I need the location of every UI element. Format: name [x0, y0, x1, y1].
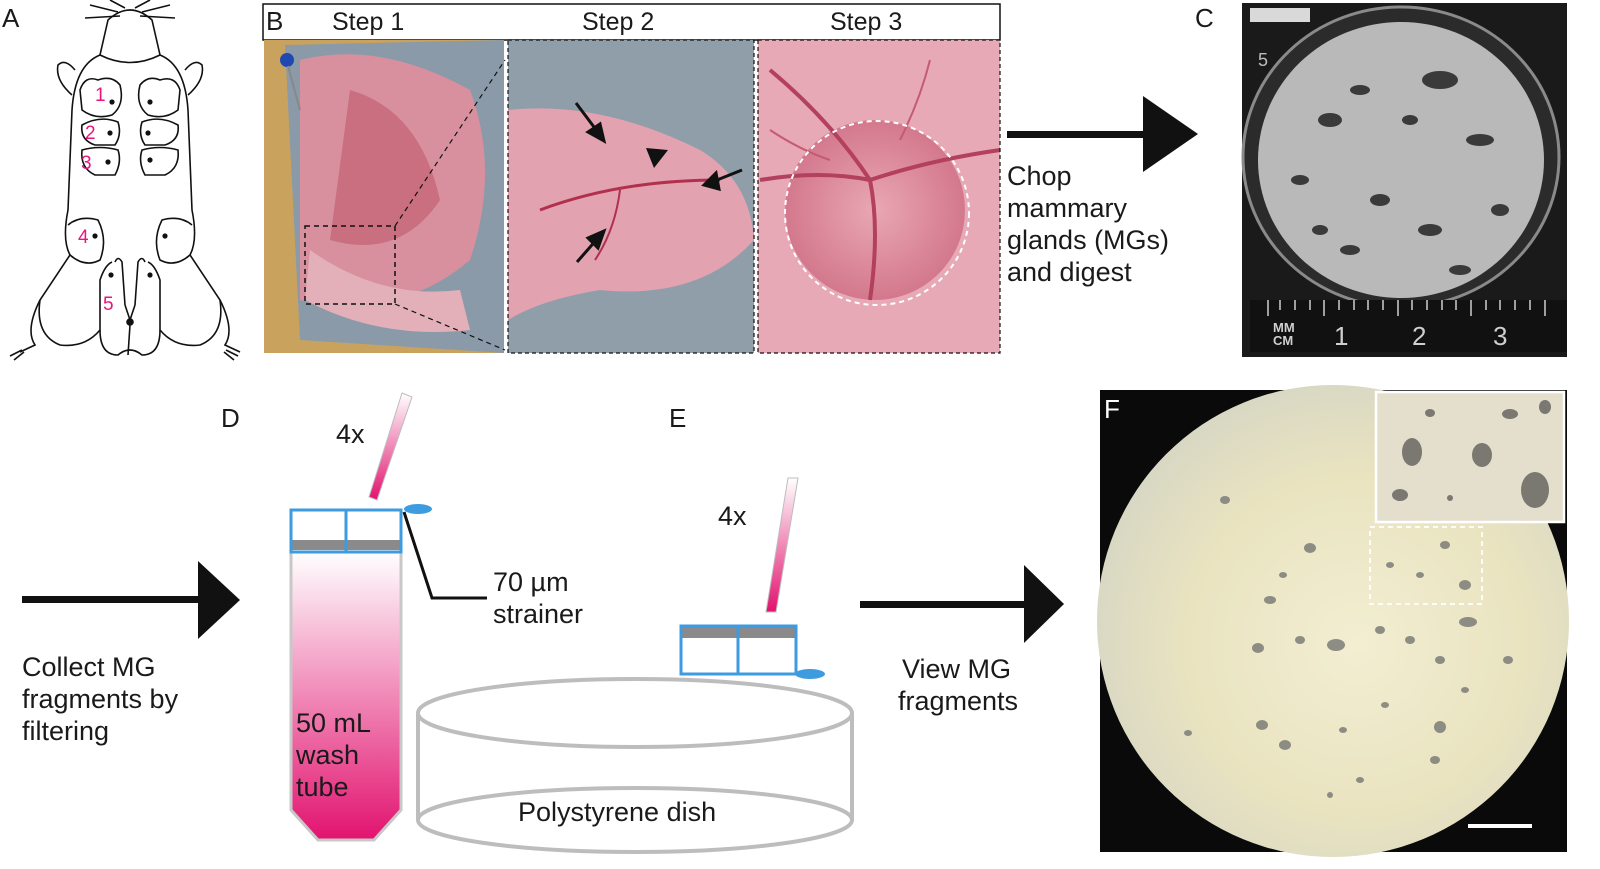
- step1-inset-box: [304, 225, 396, 305]
- ruler-tick-3: 3: [1493, 321, 1508, 351]
- scale-bar: [1468, 824, 1532, 828]
- gland-number-3: 3: [81, 153, 92, 174]
- panel-f-micrograph: [1097, 385, 1569, 857]
- view-line-2: fragments: [898, 686, 1019, 716]
- pipette-d: [368, 392, 413, 501]
- panel-letter-e: E: [669, 403, 687, 433]
- tube-label-line-2: wash: [296, 740, 360, 770]
- ruler-unit-mm: MM: [1273, 320, 1295, 335]
- panel-letter-c: C: [1195, 3, 1214, 33]
- tube-label-line-3: tube: [296, 772, 349, 802]
- panel-b-frame: [262, 3, 1001, 354]
- arrow-b-to-c: [1007, 96, 1198, 172]
- step3-label: Step 3: [830, 8, 903, 36]
- collect-line-2: fragments by: [22, 684, 179, 714]
- step3-gland-circle: [784, 120, 970, 306]
- panel-letter-b: B: [266, 6, 284, 36]
- gland-number-2: 2: [85, 123, 96, 144]
- panel-letter-d: D: [221, 403, 240, 433]
- strainer-label-line-1: 70 µm: [493, 567, 569, 597]
- times-label-e: 4x: [718, 501, 747, 531]
- chop-line-2: mammary: [1007, 193, 1127, 223]
- step1-label: Step 1: [332, 8, 405, 36]
- strainer-leader-line: [402, 511, 487, 600]
- chop-line-4: and digest: [1007, 257, 1132, 287]
- dish-mark: 5: [1258, 50, 1269, 70]
- view-line-1: View MG: [902, 654, 1012, 684]
- strainer-label-line-2: strainer: [493, 599, 584, 629]
- collect-line-1: Collect MG: [22, 652, 156, 682]
- arrow-c-to-d: [22, 561, 240, 639]
- ruler-tick-2: 2: [1412, 321, 1427, 351]
- panel-letter-f: F: [1104, 394, 1120, 424]
- micrograph-inset-box: [1369, 526, 1483, 605]
- panel-letter-a: A: [2, 3, 20, 33]
- gland-number-1: 1: [95, 85, 106, 106]
- chop-line-3: glands (MGs): [1007, 225, 1170, 255]
- strainer-e: [679, 624, 825, 679]
- ruler-unit-cm: CM: [1273, 333, 1294, 348]
- pipette-e: [765, 477, 799, 613]
- step2-label: Step 2: [582, 8, 655, 36]
- dish-label: Polystyrene dish: [518, 797, 717, 827]
- times-label-d: 4x: [336, 419, 365, 449]
- collect-line-3: filtering: [22, 716, 110, 746]
- wash-tube: [289, 504, 487, 842]
- tube-label-line-1: 50 mL: [296, 708, 372, 738]
- panel-c-photo: [1241, 3, 1567, 357]
- polystyrene-dish: [416, 677, 854, 854]
- gland-number-4: 4: [78, 227, 89, 248]
- arrow-e-to-f: [860, 565, 1064, 643]
- chop-line-1: Chop: [1007, 161, 1072, 191]
- ruler-tick-1: 1: [1334, 321, 1349, 351]
- mouse-diagram: [9, 0, 241, 361]
- gland-number-5: 5: [103, 294, 114, 315]
